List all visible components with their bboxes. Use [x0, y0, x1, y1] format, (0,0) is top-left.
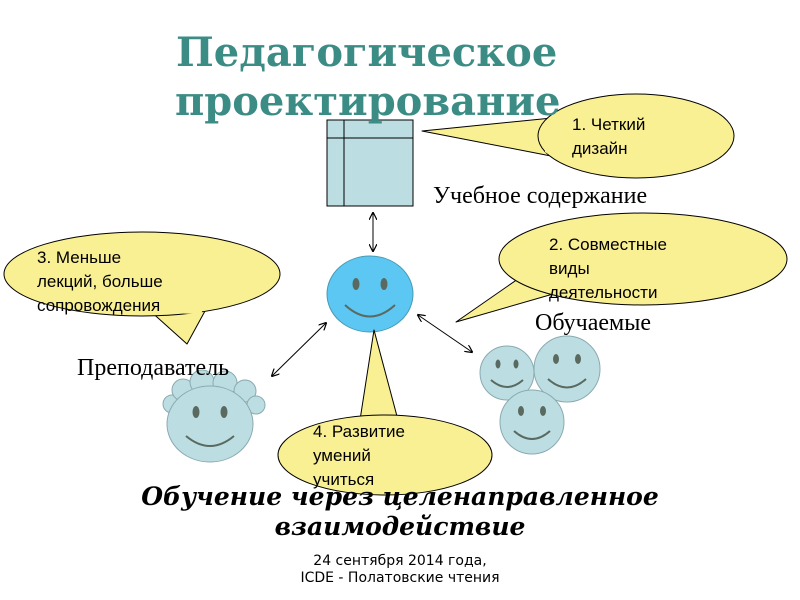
center-smiley-icon	[326, 255, 414, 333]
bubble-4-shape	[277, 329, 493, 496]
bubble-3-line-3: сопровождения	[37, 296, 161, 315]
bottom-caption: Обучение через целенаправленное взаимоде…	[60, 482, 740, 542]
bubble-1-line-1: 1. Четкий	[572, 115, 646, 134]
footer: 24 сентября 2014 года, ICDE - Полатовски…	[250, 553, 550, 587]
bubble-2-line-2: виды	[549, 259, 590, 278]
bubble-1-shape	[421, 93, 735, 179]
bubble-1-line-2: дизайн	[572, 139, 628, 158]
content-table-icon	[326, 119, 414, 207]
learner-smiley-icon-2	[533, 335, 601, 403]
bubble-4-text: 4. Развитие умений учиться	[313, 420, 405, 492]
arrow-teacher-center	[272, 323, 326, 376]
learner-smiley-icon-3	[499, 389, 565, 455]
bubble-2-shape	[455, 212, 788, 323]
bubble-2-line-1: 2. Совместные	[549, 235, 667, 254]
footer-date: 24 сентября 2014 года,	[313, 553, 487, 569]
page-title-line-2: проектирование	[175, 78, 561, 125]
learners-label: Обучаемые	[535, 310, 651, 336]
arrow-center-learners	[418, 315, 472, 352]
bubble-2-text: 2. Совместные виды деятельности	[549, 233, 667, 305]
page-title-line-1: Педагогическое	[176, 29, 558, 76]
bubble-3-line-1: 3. Меньше	[37, 248, 122, 267]
bottom-caption-line-1: Обучение через целенаправленное	[141, 482, 659, 511]
footer-event: ICDE - Полатовские чтения	[300, 570, 500, 586]
bubble-3-shape	[3, 231, 281, 345]
teacher-smiley-icon	[162, 369, 266, 463]
bubble-3-line-2: лекций, больше	[37, 272, 163, 291]
bubble-4-line-2: умений	[313, 446, 371, 465]
bubble-3-text: 3. Меньше лекций, больше сопровождения	[37, 246, 163, 318]
teacher-label: Преподаватель	[77, 355, 230, 381]
learner-smiley-icon-1	[479, 345, 535, 401]
bottom-caption-line-2: взаимодействие	[274, 512, 526, 541]
bubble-1-text: 1. Четкий дизайн	[572, 113, 645, 161]
bubble-2-line-3: деятельности	[549, 283, 658, 302]
content-label: Учебное содержание	[433, 183, 648, 209]
bubble-4-line-1: 4. Развитие	[313, 422, 405, 441]
bubble-4-line-3: учиться	[313, 470, 375, 489]
